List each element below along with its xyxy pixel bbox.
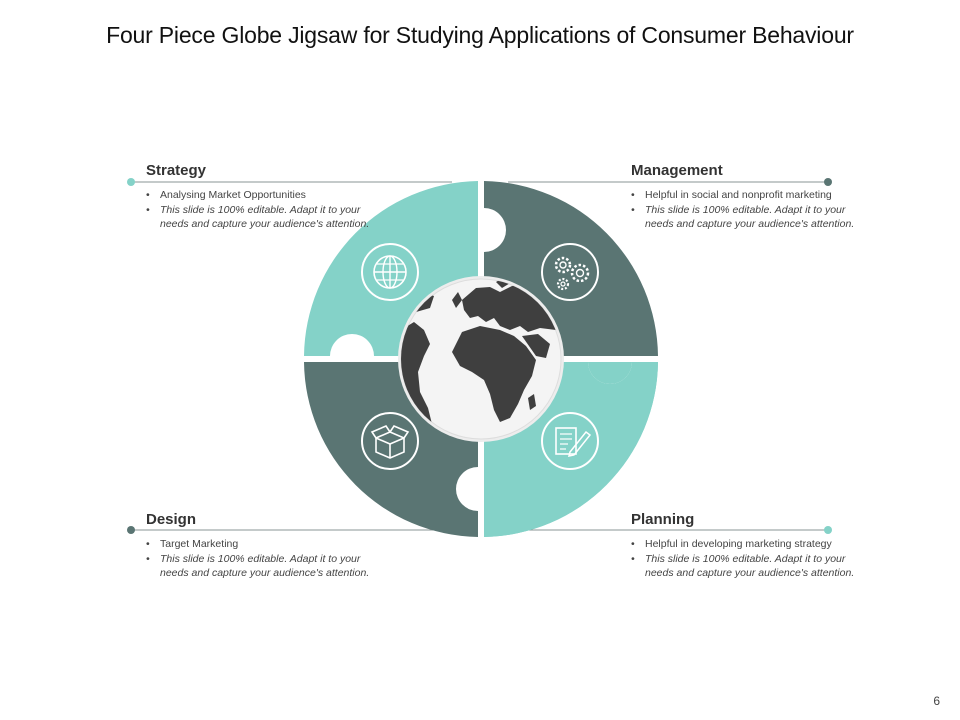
list-item: This slide is 100% editable. Adapt it to… bbox=[631, 552, 871, 581]
list-item: Helpful in developing marketing strategy bbox=[631, 537, 871, 552]
bullets-planning: Helpful in developing marketing strategy… bbox=[631, 537, 871, 581]
center-globe bbox=[398, 276, 564, 442]
slide-title: Four Piece Globe Jigsaw for Studying App… bbox=[106, 22, 854, 48]
list-item: This slide is 100% editable. Adapt it to… bbox=[146, 203, 376, 232]
list-item: This slide is 100% editable. Adapt it to… bbox=[631, 203, 871, 232]
page-number: 6 bbox=[933, 694, 940, 708]
connector-strategy bbox=[127, 178, 452, 186]
list-item: Analysing Market Opportunities bbox=[146, 188, 376, 203]
list-item: Target Marketing bbox=[146, 537, 376, 552]
list-item: This slide is 100% editable. Adapt it to… bbox=[146, 552, 376, 581]
list-item: Helpful in social and nonprofit marketin… bbox=[631, 188, 871, 203]
bullets-strategy: Analysing Market Opportunities This slid… bbox=[146, 188, 376, 232]
connector-management bbox=[508, 178, 832, 186]
connector-design bbox=[127, 526, 452, 534]
bullets-management: Helpful in social and nonprofit marketin… bbox=[631, 188, 871, 232]
box-icon bbox=[361, 412, 419, 470]
notepad-pen-icon bbox=[541, 412, 599, 470]
heading-design: Design bbox=[146, 511, 197, 528]
connector-planning bbox=[508, 526, 832, 534]
bullets-design: Target Marketing This slide is 100% edit… bbox=[146, 537, 376, 581]
heading-strategy: Strategy bbox=[146, 162, 207, 179]
gears-icon bbox=[541, 243, 599, 301]
heading-planning: Planning bbox=[631, 511, 695, 528]
heading-management: Management bbox=[631, 162, 723, 179]
globe-icon bbox=[361, 243, 419, 301]
